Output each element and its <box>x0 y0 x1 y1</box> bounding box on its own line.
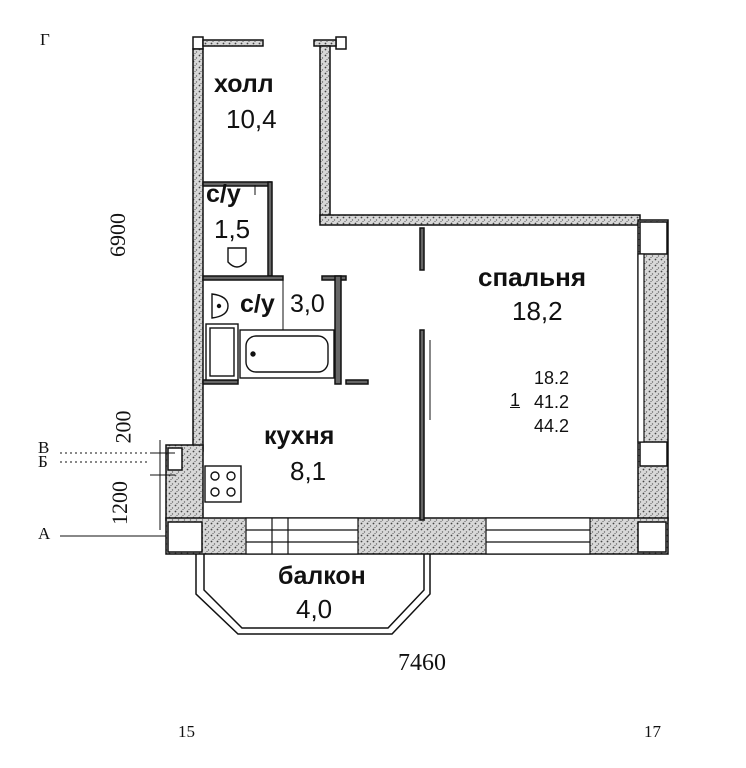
axis-label-right: 17 <box>644 722 661 741</box>
interior-walls <box>202 181 425 521</box>
windows-bottom <box>245 517 591 555</box>
dimension-depth-a: 1200 <box>107 481 132 525</box>
bathtub <box>239 329 335 379</box>
room-name-bath-large: с/у <box>240 290 275 318</box>
room-name-bath-small: с/у <box>206 180 241 208</box>
summary-total-with-balcony: 44.2 <box>534 416 570 436</box>
axis-label-left: 15 <box>178 722 195 741</box>
summary-total-area: 41.2 <box>534 392 570 412</box>
stove <box>204 465 242 503</box>
door-swings <box>254 185 431 420</box>
axis-label-b-lower: Б <box>38 452 48 471</box>
room-area-hall: 10,4 <box>226 104 277 134</box>
room-name-bedroom: спальня <box>478 262 586 292</box>
window-right <box>637 253 645 443</box>
axis-label-b-upper: В <box>38 438 50 457</box>
room-area-bedroom: 18,2 <box>512 296 563 326</box>
summary-index: 1 <box>510 390 521 410</box>
summary-living-area: 18.2 <box>534 368 570 388</box>
exterior-walls <box>165 36 669 555</box>
axis-label-top: Г <box>40 30 50 49</box>
room-area-bath-small: 1,5 <box>214 214 251 244</box>
room-name-kitchen: кухня <box>264 422 335 450</box>
dimension-depth-b: 200 <box>110 410 136 444</box>
balcony-outline <box>195 554 431 635</box>
room-area-balcony: 4,0 <box>296 594 333 624</box>
sink <box>205 323 239 381</box>
toilet-small <box>227 247 247 268</box>
room-area-kitchen: 8,1 <box>290 456 327 486</box>
axis-label-a: А <box>38 524 51 543</box>
dimension-width-total: 7460 <box>398 650 446 676</box>
toilet-large <box>211 293 229 319</box>
room-name-hall: холл <box>214 70 274 98</box>
room-area-bath-large: 3,0 <box>290 290 325 318</box>
dimension-lines <box>60 440 175 537</box>
dimension-depth-main: 6900 <box>105 213 130 257</box>
room-name-balcony: балкон <box>278 562 366 590</box>
